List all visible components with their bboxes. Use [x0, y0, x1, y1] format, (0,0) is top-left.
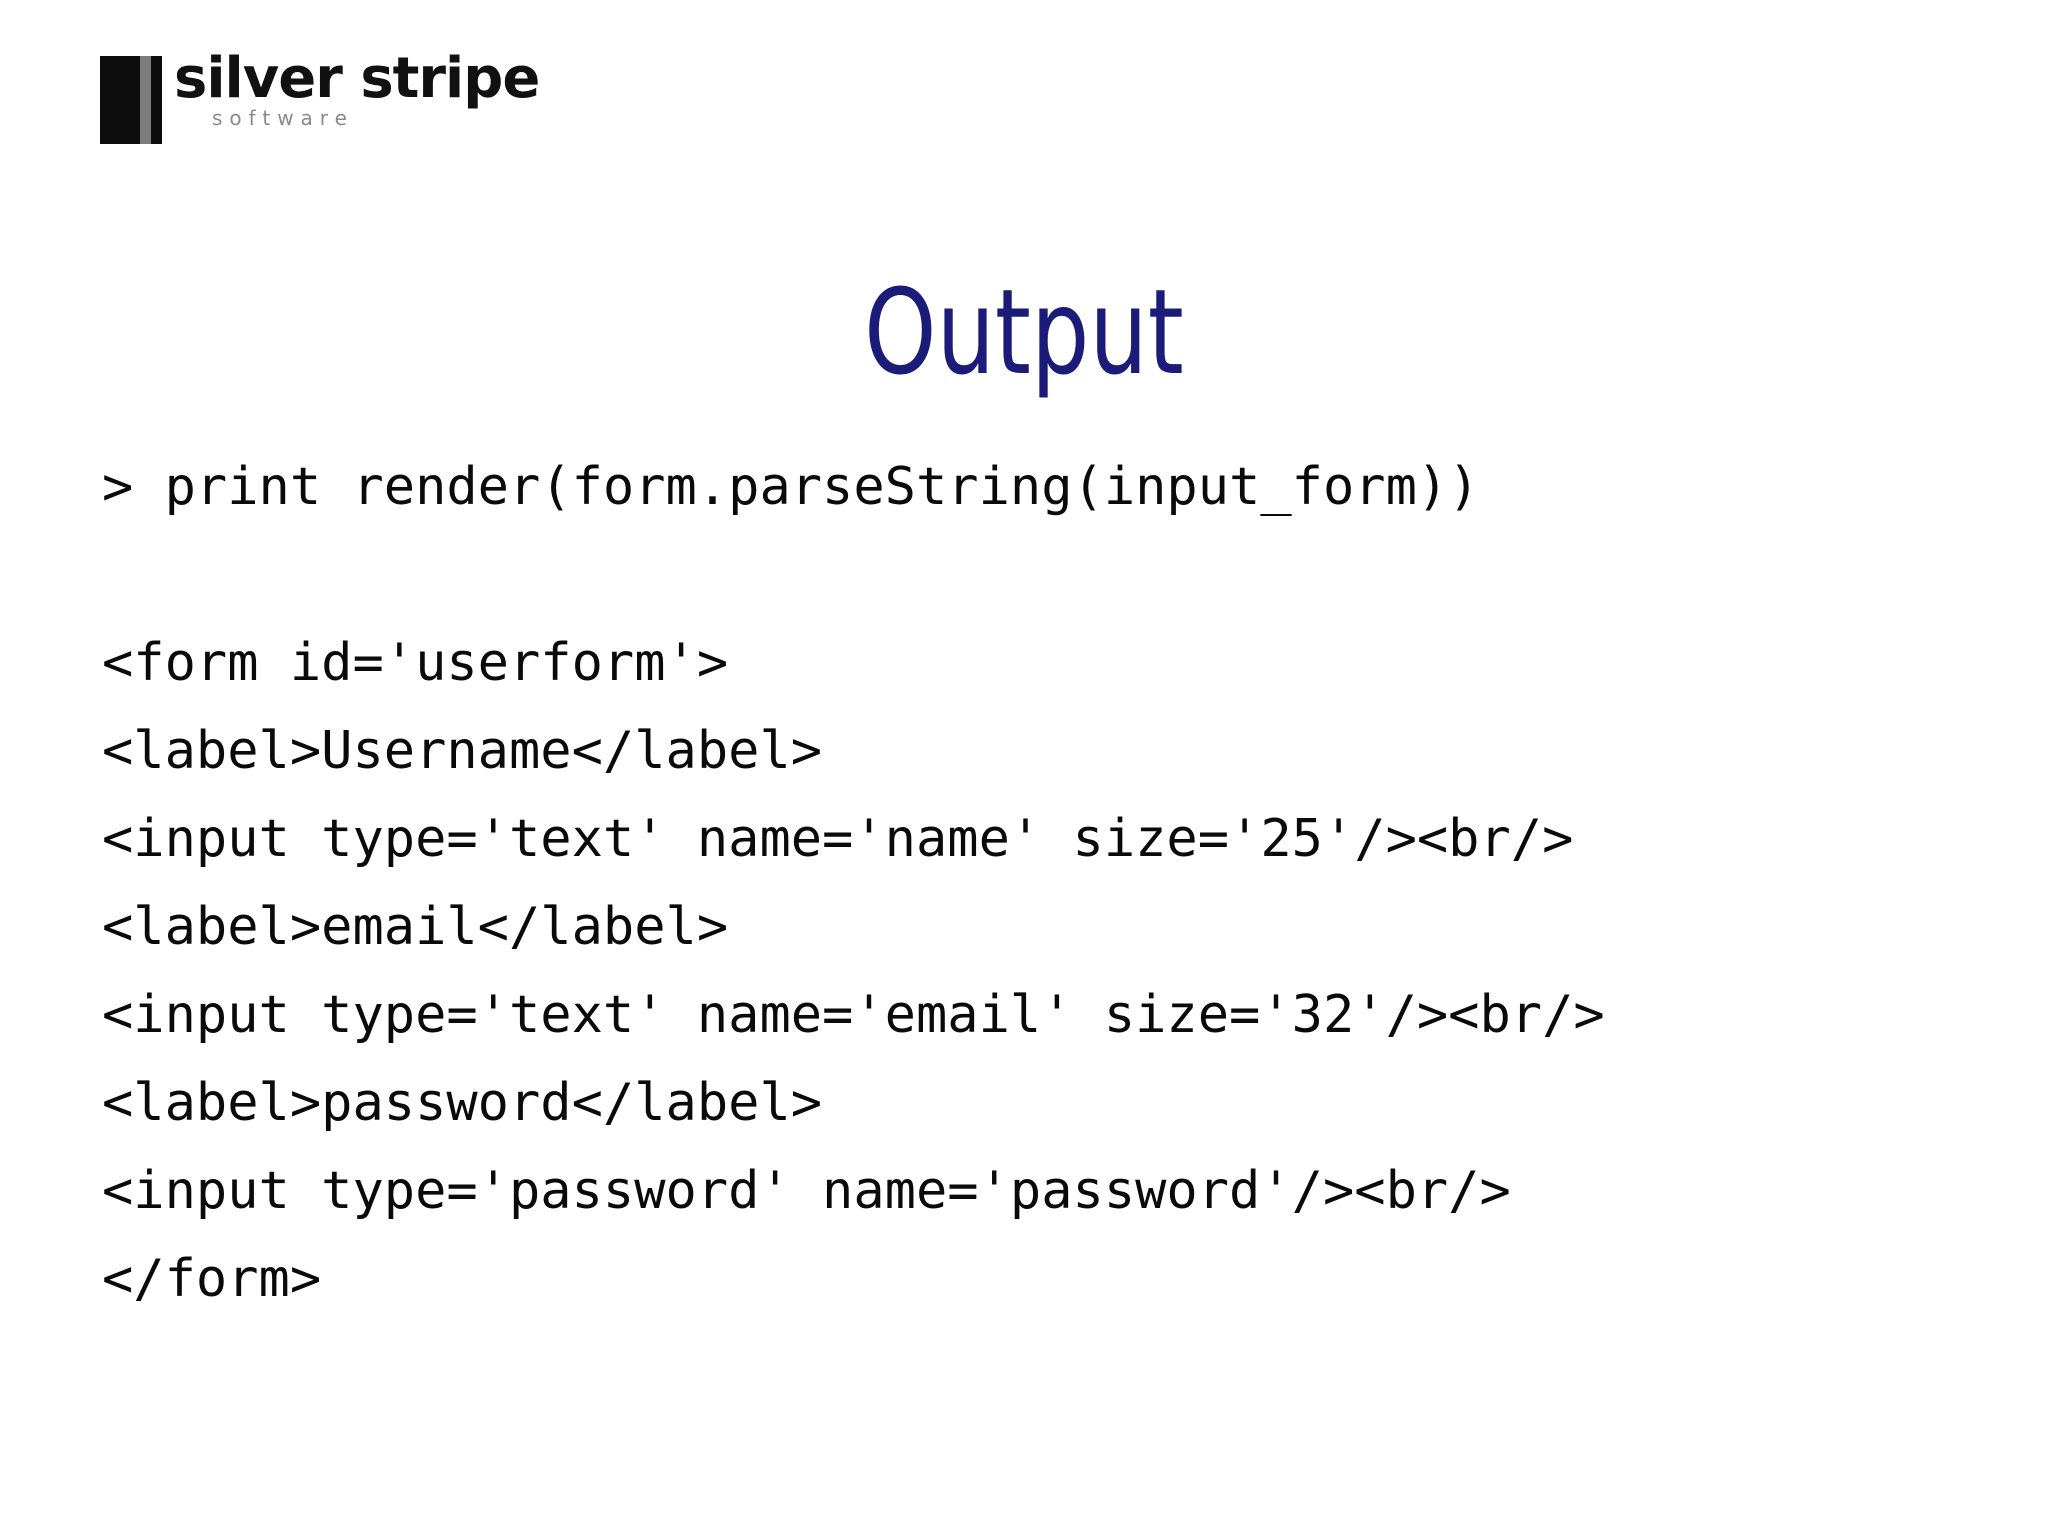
code-line: <label>Username</label>	[102, 721, 823, 781]
silverstripe-logo: silver stripe software	[100, 46, 540, 144]
code-line: <input type='password' name='password'/>…	[102, 1161, 1511, 1221]
code-line: <input type='text' name='email' size='32…	[102, 985, 1605, 1045]
logo-mark-icon	[100, 56, 162, 144]
logo-wordmark: silver stripe	[174, 46, 540, 111]
logo-mark-gray-stripe	[140, 56, 151, 144]
code-line: </form>	[102, 1249, 322, 1309]
code-line: <form id='userform'>	[102, 633, 729, 693]
code-line: <label>email</label>	[102, 897, 729, 957]
code-line-blank	[102, 531, 1982, 619]
logo-subtitle: software	[212, 106, 354, 130]
code-line: <input type='text' name='name' size='25'…	[102, 809, 1574, 869]
logo-mark-black-stripe	[151, 56, 162, 144]
page-title: Output	[864, 263, 1184, 401]
code-output-block: > print render(form.parseString(input_fo…	[102, 443, 1982, 1323]
logo-mark-block	[100, 56, 140, 144]
code-line: > print render(form.parseString(input_fo…	[102, 457, 1480, 517]
logo-text: silver stripe software	[174, 46, 540, 144]
code-line: <label>password</label>	[102, 1073, 823, 1133]
